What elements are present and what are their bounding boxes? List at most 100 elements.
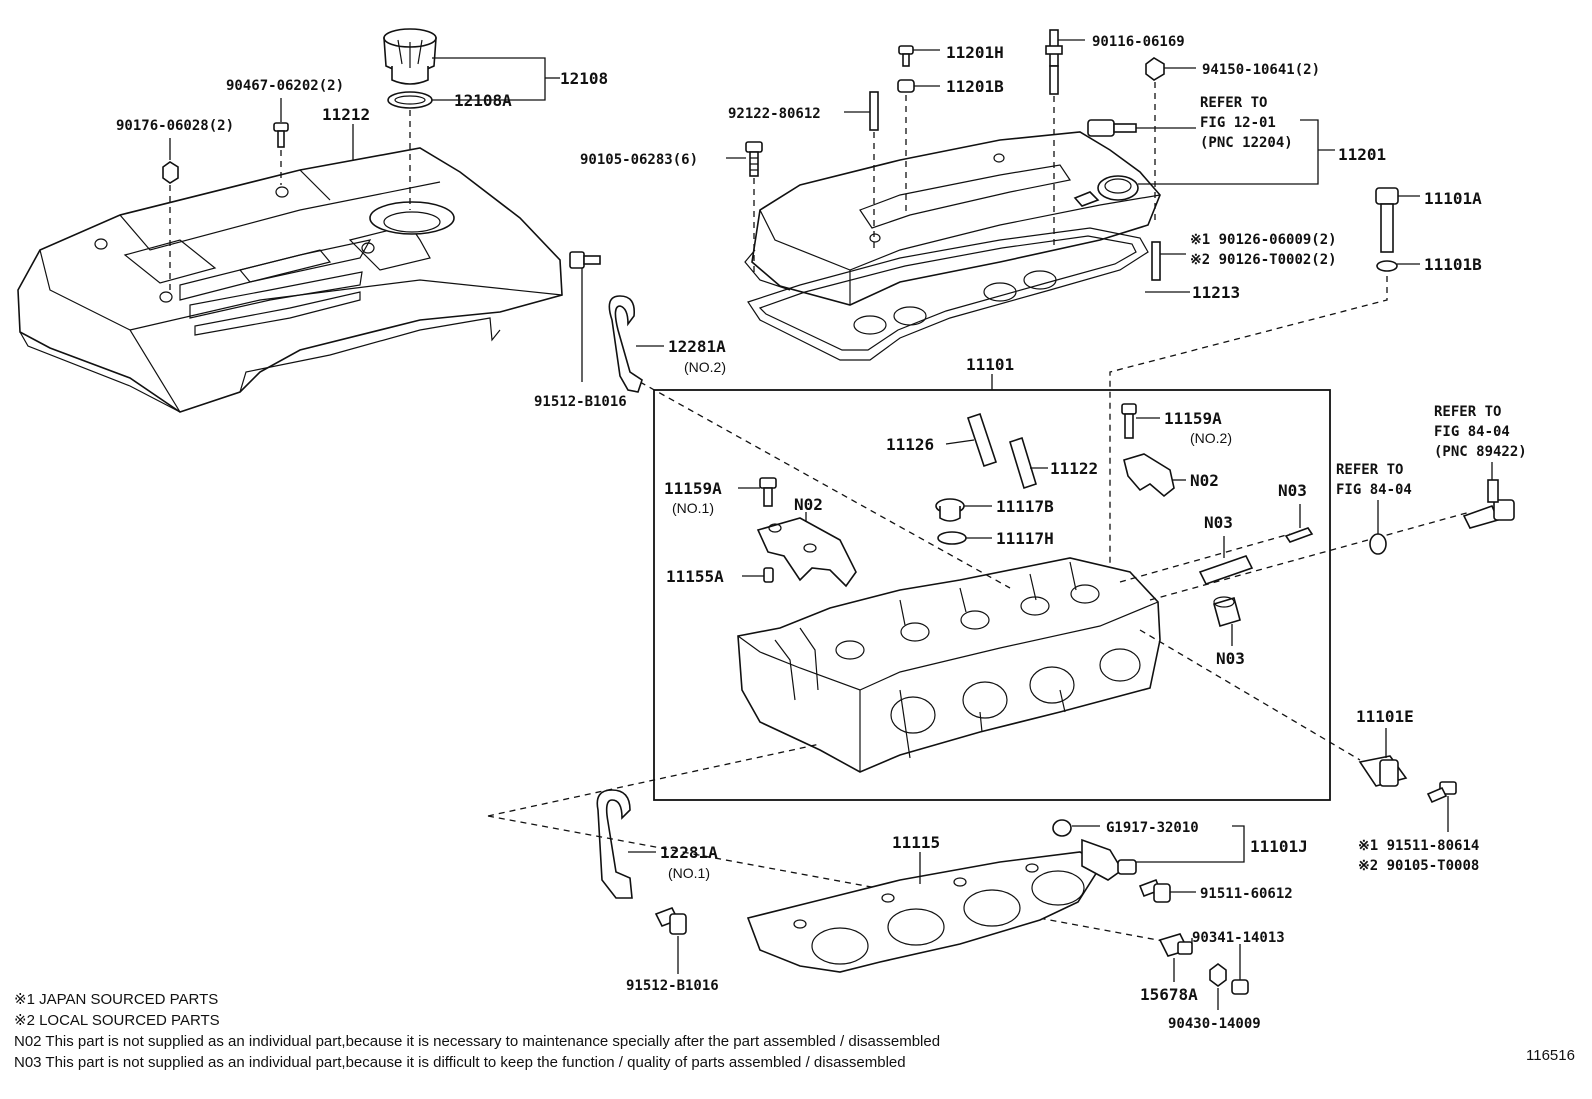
label-n02-right: N02 xyxy=(1190,471,1219,490)
plug-11117b[interactable] xyxy=(935,498,965,522)
bolt-91512-bottom[interactable] xyxy=(654,906,687,935)
engine-cover-11212[interactable] xyxy=(17,147,563,413)
hanger-12281a-no2[interactable] xyxy=(608,295,643,393)
label-11101b: 11101B xyxy=(1424,255,1482,274)
label-n03-c: N03 xyxy=(1216,649,1245,668)
label-11159a-no1-sub: (NO.1) xyxy=(672,500,714,516)
label-refer-84-04-b1: REFER TO xyxy=(1336,462,1403,478)
label-90105-t0008: ※2 90105-T0008 xyxy=(1358,858,1479,874)
hanger-12281a-no1[interactable] xyxy=(596,789,633,899)
oring-g1917[interactable] xyxy=(1052,819,1072,837)
label-11126: 11126 xyxy=(886,435,934,454)
oil-filler-cap-12108[interactable] xyxy=(383,28,437,85)
label-11213: 11213 xyxy=(1192,283,1240,302)
bolt-91512-top[interactable] xyxy=(569,251,601,269)
label-12281a-top-sub: (NO.2) xyxy=(684,359,726,375)
cylinder-head-cover-11201[interactable] xyxy=(744,131,1161,306)
label-n03-a: N03 xyxy=(1278,481,1307,500)
stud-90116[interactable] xyxy=(1045,29,1063,95)
bolt-11159a-no1[interactable] xyxy=(759,477,777,507)
label-11212: 11212 xyxy=(322,105,370,124)
bolt-91511-60612[interactable] xyxy=(1138,878,1171,903)
pcv-valve[interactable] xyxy=(1087,119,1137,137)
label-11201b: 11201B xyxy=(946,77,1004,96)
valve-guide-11122[interactable] xyxy=(1009,436,1037,490)
label-91512-top: 91512-B1016 xyxy=(534,394,627,410)
label-90430: 90430-14009 xyxy=(1168,1016,1261,1032)
label-90105-06283: 90105-06283(6) xyxy=(580,152,698,168)
screw-90467[interactable] xyxy=(273,122,289,148)
pin-n03-long[interactable] xyxy=(1198,555,1254,585)
sensor-89422[interactable] xyxy=(1462,479,1515,529)
grommet-11201b[interactable] xyxy=(897,79,915,93)
label-90126a: ※1 90126-06009(2) xyxy=(1190,232,1337,248)
note-n03: N03 This part is not supplied as an indi… xyxy=(14,1054,906,1071)
label-90467: 90467-06202(2) xyxy=(226,78,344,94)
plug-90341[interactable] xyxy=(1231,979,1249,995)
note-local-sourced: ※2 LOCAL SOURCED PARTS xyxy=(14,1012,220,1029)
label-12108a: 12108A xyxy=(454,91,512,110)
label-90116: 90116-06169 xyxy=(1092,34,1185,50)
cylinder-head-11101[interactable] xyxy=(737,557,1161,773)
label-15678a: 15678A xyxy=(1140,985,1198,1004)
bolt-91511-80614[interactable] xyxy=(1426,781,1457,804)
oring-11117h[interactable] xyxy=(937,531,967,545)
label-refer-84-04-a3: (PNC 89422) xyxy=(1434,444,1527,460)
bearing-cap-n02-right[interactable] xyxy=(1123,453,1175,498)
label-refer-12-01-b: FIG 12-01 xyxy=(1200,115,1276,131)
label-11159a-no1: 11159A xyxy=(664,479,722,498)
label-11201: 11201 xyxy=(1338,145,1386,164)
label-91511-60612: 91511-60612 xyxy=(1200,886,1293,902)
label-11101a: 11101A xyxy=(1424,189,1482,208)
head-gasket-11115[interactable] xyxy=(746,851,1104,973)
sensor-11101e[interactable] xyxy=(1358,755,1408,787)
label-g1917: G1917-32010 xyxy=(1106,820,1199,836)
bolt-11201h[interactable] xyxy=(898,45,914,67)
label-11117b: 11117B xyxy=(996,497,1054,516)
oil-control-valve-11101j[interactable] xyxy=(1081,838,1137,881)
stud-92122[interactable] xyxy=(869,91,879,131)
callout-labels: 12108 12108A 90467-06202(2) 90176-06028(… xyxy=(116,34,1527,1032)
label-11122: 11122 xyxy=(1050,459,1098,478)
union-15678a[interactable] xyxy=(1158,933,1193,957)
valve-guide-11126[interactable] xyxy=(966,412,998,468)
stud-90126[interactable] xyxy=(1151,241,1161,281)
label-94150: 94150-10641(2) xyxy=(1202,62,1320,78)
label-11101e: 11101E xyxy=(1356,707,1414,726)
label-91512-bottom: 91512-B1016 xyxy=(626,978,719,994)
label-n03-b: N03 xyxy=(1204,513,1233,532)
label-12108: 12108 xyxy=(560,69,608,88)
washer-11101b[interactable] xyxy=(1376,260,1398,272)
label-11201h: 11201H xyxy=(946,43,1004,62)
label-11155a: 11155A xyxy=(666,567,724,586)
label-11115: 11115 xyxy=(892,833,940,852)
bushing-n03[interactable] xyxy=(1213,596,1241,628)
pin-11155a[interactable] xyxy=(763,567,774,583)
gasket-11213[interactable] xyxy=(747,227,1149,361)
figure-id: 116516 xyxy=(1526,1047,1575,1064)
label-refer-84-04-a1: REFER TO xyxy=(1434,404,1501,420)
washer-89422[interactable] xyxy=(1369,533,1387,555)
label-90341: 90341-14013 xyxy=(1192,930,1285,946)
label-11117h: 11117H xyxy=(996,529,1054,548)
pin-n03-small[interactable] xyxy=(1284,527,1314,543)
label-91511-80614: ※1 91511-80614 xyxy=(1358,838,1479,854)
label-92122: 92122-80612 xyxy=(728,106,821,122)
nut-90176[interactable] xyxy=(162,161,179,184)
label-90126b: ※2 90126-T0002(2) xyxy=(1190,252,1337,268)
label-11159a-no2: 11159A xyxy=(1164,409,1222,428)
bolt-90105-06283[interactable] xyxy=(745,141,763,177)
label-refer-84-04-b2: FIG 84-04 xyxy=(1336,482,1412,498)
label-11101: 11101 xyxy=(966,355,1014,374)
gasket-90430[interactable] xyxy=(1209,963,1227,987)
bolt-11159a-no2[interactable] xyxy=(1121,403,1137,439)
gasket-12108a[interactable] xyxy=(387,91,433,109)
label-12281a-bottom-sub: (NO.1) xyxy=(668,865,710,881)
nut-94150[interactable] xyxy=(1145,57,1165,81)
label-90176: 90176-06028(2) xyxy=(116,118,234,134)
head-bolt-11101a[interactable] xyxy=(1375,187,1399,253)
label-11101j: 11101J xyxy=(1250,837,1308,856)
bearing-cap-n02-left[interactable] xyxy=(756,517,857,588)
note-n02: N02 This part is not supplied as an indi… xyxy=(14,1033,940,1050)
